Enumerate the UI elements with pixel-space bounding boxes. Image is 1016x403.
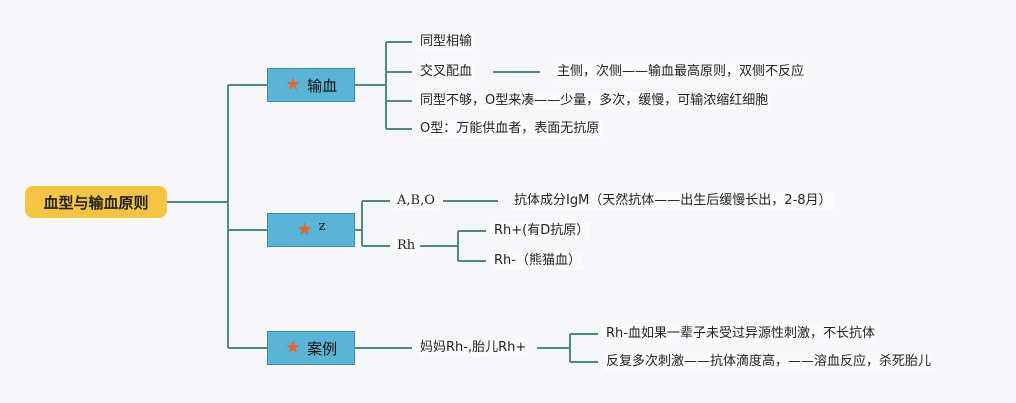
node-same-type[interactable]: 同型相输 [418, 33, 475, 51]
node-case-hemolysis[interactable]: 反复多次刺激——抗体滴度高，——溶血反应，杀死胎儿 [604, 353, 934, 371]
node-rh-positive[interactable]: Rh+(有D抗原） [492, 222, 592, 240]
node-o-type-fill[interactable]: 同型不够，O型来凑——少量，多次，缓慢，可输浓缩红细胞 [418, 92, 771, 110]
branch-case[interactable]: ★ 案例 [267, 331, 355, 365]
node-case[interactable]: 妈妈Rh-,胎儿Rh+ [418, 339, 529, 357]
star-icon: ★ [296, 219, 313, 240]
node-case-no-antibody[interactable]: Rh-血如果一辈子未受过异源性刺激，不长抗体 [604, 325, 877, 343]
node-crossmatch-detail[interactable]: 主侧，次侧——输血最高原则，双侧不反应 [555, 63, 807, 81]
branch-transfusion[interactable]: ★ 输血 [267, 68, 355, 102]
star-icon: ★ [284, 337, 302, 358]
branch-label: 案例 [307, 339, 338, 358]
node-crossmatch[interactable]: 交叉配血 [418, 63, 475, 81]
node-rh[interactable]: Rh [395, 237, 418, 255]
root-label: 血型与输血原则 [43, 193, 149, 212]
branch-z[interactable]: ★ z [267, 213, 355, 247]
node-rh-negative[interactable]: Rh-（熊猫血） [492, 252, 583, 270]
root-node[interactable]: 血型与输血原则 [25, 186, 167, 218]
star-icon: ★ [284, 74, 302, 95]
branch-label: z [318, 218, 326, 234]
node-abo[interactable]: A,B,O [395, 192, 437, 210]
branch-label: 输血 [307, 76, 338, 95]
node-abo-detail[interactable]: 抗体成分IgM（天然抗体——出生后缓慢长出，2-8月） [512, 192, 834, 210]
node-universal-donor[interactable]: O型：万能供血者，表面无抗原 [418, 120, 602, 138]
